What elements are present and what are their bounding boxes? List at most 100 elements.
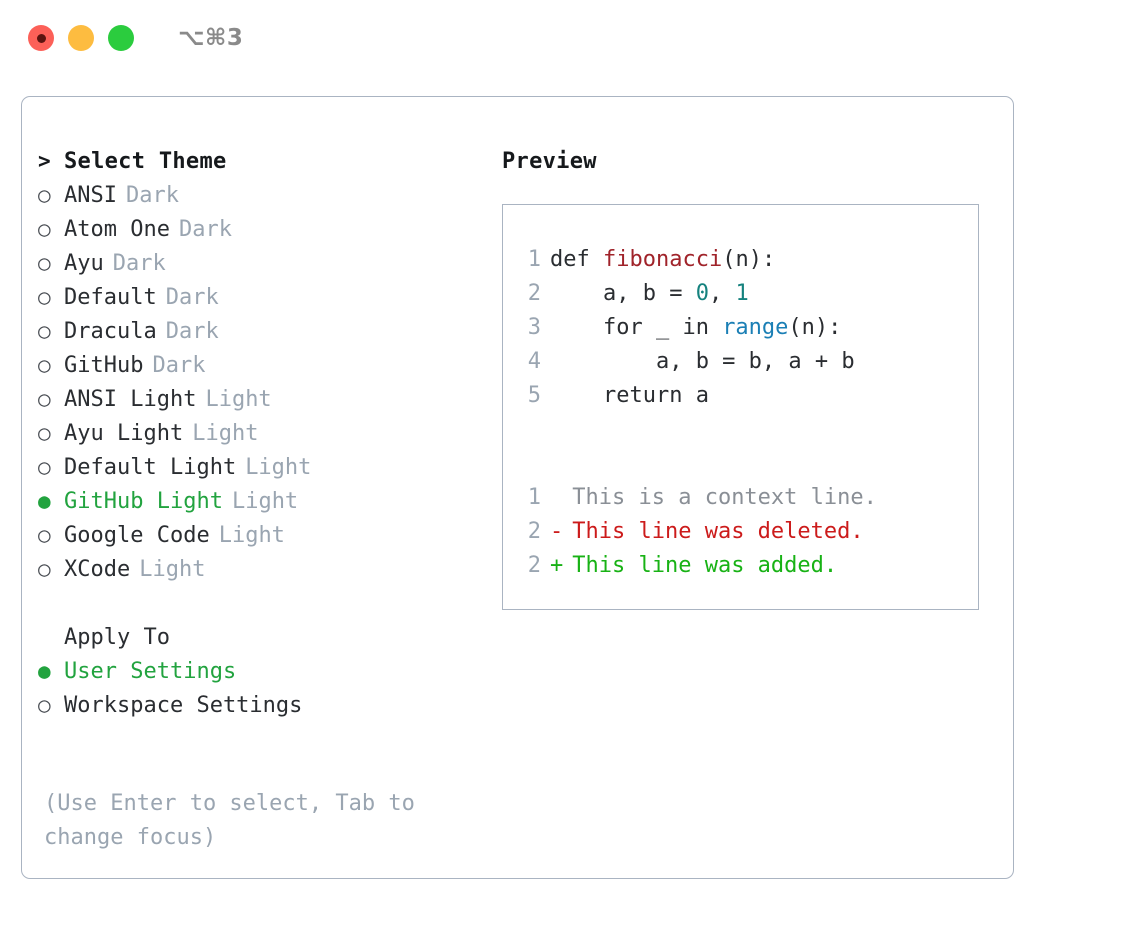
code-token: return a [550, 383, 709, 408]
preview-column: Preview 1 def fibonacci(n): 2 a, b = 0, … [502, 97, 1013, 878]
radio-unselected-icon: ○ [38, 251, 51, 275]
theme-variant-tag: Dark [165, 319, 219, 344]
theme-variant-tag: Dark [125, 183, 179, 208]
radio-unselected-icon: ○ [38, 421, 51, 445]
code-token: def [550, 247, 603, 272]
diff-line-text: This is a context line. [572, 485, 877, 510]
diff-marker: - [550, 519, 564, 544]
theme-variant-tag: Light [192, 421, 259, 446]
theme-list-item[interactable]: ○ Ayu Light Light [38, 421, 502, 455]
theme-name-label: Default Light [64, 455, 237, 480]
keyboard-shortcut-label: ⌥⌘3 [178, 25, 244, 51]
theme-variant-tag: Light [139, 557, 206, 582]
radio-unselected-icon: ○ [38, 217, 51, 241]
apply-to-item[interactable]: ○ Workspace Settings [38, 693, 502, 727]
theme-list-item[interactable]: ○ Dracula Dark [38, 319, 502, 353]
theme-variant-tag: Light [205, 387, 272, 412]
theme-selector-column: > Select Theme ○ ANSI Dark ○ Atom One Da… [22, 97, 502, 878]
theme-list-item-selected[interactable]: ● GitHub Light Light [38, 489, 502, 523]
theme-list-item[interactable]: ○ ANSI Dark [38, 183, 502, 217]
theme-variant-tag: Dark [178, 217, 232, 242]
code-line-content: return a [541, 383, 709, 408]
apply-to-item-selected[interactable]: ● User Settings [38, 659, 502, 693]
radio-unselected-icon: ○ [38, 183, 51, 207]
maximize-button-icon[interactable] [108, 25, 134, 51]
theme-name-label: Ayu [64, 251, 104, 276]
theme-name-label: GitHub Light [64, 489, 223, 514]
diff-line-deleted: 2 - This line was deleted. [503, 519, 978, 553]
line-number: 3 [527, 315, 541, 340]
code-line-content: def fibonacci(n): [541, 247, 775, 272]
code-token-number: 0 [695, 281, 709, 306]
theme-name-label: Ayu Light [64, 421, 184, 446]
main-panel: > Select Theme ○ ANSI Dark ○ Atom One Da… [21, 96, 1014, 879]
radio-unselected-icon: ○ [38, 693, 51, 717]
radio-unselected-icon: ○ [38, 455, 51, 479]
apply-to-item-label: User Settings [64, 659, 237, 684]
code-diff-separator [503, 451, 978, 485]
keyboard-hint-text: (Use Enter to select, Tab to change focu… [44, 791, 415, 850]
radio-unselected-icon: ○ [38, 319, 51, 343]
caret-icon: > [38, 149, 51, 173]
diff-line-added: 2 + This line was added. [503, 553, 978, 587]
diff-line-text: This line was deleted. [572, 519, 864, 544]
code-line: 3 for _ in range(n): [503, 315, 978, 349]
code-line-content: a, b = b, a + b [541, 349, 855, 374]
code-token-number: 1 [735, 281, 749, 306]
theme-name-label: Atom One [64, 217, 170, 242]
theme-name-label: ANSI Light [64, 387, 197, 412]
diff-marker: + [550, 553, 564, 578]
radio-selected-icon: ● [38, 489, 51, 513]
code-token: (n): [788, 315, 842, 340]
theme-name-label: GitHub [64, 353, 144, 378]
theme-list-item[interactable]: ○ XCode Light [38, 557, 502, 591]
radio-unselected-icon: ○ [38, 557, 51, 581]
apply-to-heading-label: Apply To [64, 625, 170, 650]
radio-unselected-icon: ○ [38, 285, 51, 309]
apply-to-item-label: Workspace Settings [64, 693, 303, 718]
line-number: 5 [527, 383, 541, 408]
code-line: 1 def fibonacci(n): [503, 247, 978, 281]
close-button-icon[interactable] [28, 25, 54, 51]
hint-spacer [38, 727, 502, 771]
diff-line-context: 1 This is a context line. [503, 485, 978, 519]
select-theme-heading: > Select Theme [38, 149, 502, 183]
title-bar: ⌥⌘3 [0, 0, 1140, 76]
line-number: 2 [527, 519, 541, 544]
line-number: 2 [527, 553, 541, 578]
recording-dot-icon [36, 33, 46, 43]
theme-list-item[interactable]: ○ Ayu Dark [38, 251, 502, 285]
line-number: 1 [527, 485, 541, 510]
theme-list-item[interactable]: ○ Default Dark [38, 285, 502, 319]
theme-variant-tag: Dark [112, 251, 166, 276]
line-number: 4 [527, 349, 541, 374]
radio-unselected-icon: ○ [38, 353, 51, 377]
theme-list-item[interactable]: ○ GitHub Dark [38, 353, 502, 387]
theme-name-label: Default [64, 285, 157, 310]
section-spacer [38, 591, 502, 625]
theme-list-item[interactable]: ○ ANSI Light Light [38, 387, 502, 421]
theme-list-item[interactable]: ○ Atom One Dark [38, 217, 502, 251]
apply-to-heading: Apply To [38, 625, 502, 659]
radio-selected-icon: ● [38, 659, 51, 683]
theme-name-label: XCode [64, 557, 131, 582]
theme-name-label: Google Code [64, 523, 210, 548]
theme-list-item[interactable]: ○ Default Light Light [38, 455, 502, 489]
code-token-builtin: range [722, 315, 789, 340]
diff-marker [541, 485, 563, 510]
theme-variant-tag: Dark [165, 285, 219, 310]
radio-unselected-icon: ○ [38, 387, 51, 411]
theme-variant-tag: Light [218, 523, 285, 548]
theme-variant-tag: Light [231, 489, 299, 514]
theme-name-label: ANSI [64, 183, 117, 208]
theme-list-item[interactable]: ○ Google Code Light [38, 523, 502, 557]
line-number: 1 [527, 247, 541, 272]
code-line: 4 a, b = b, a + b [503, 349, 978, 383]
code-token: a, b = b, a + b [550, 349, 855, 374]
code-token: (n): [722, 247, 776, 272]
code-line-content: a, b = 0, 1 [541, 281, 749, 306]
line-number: 2 [527, 281, 541, 306]
radio-unselected-icon: ○ [38, 523, 51, 547]
minimize-button-icon[interactable] [68, 25, 94, 51]
